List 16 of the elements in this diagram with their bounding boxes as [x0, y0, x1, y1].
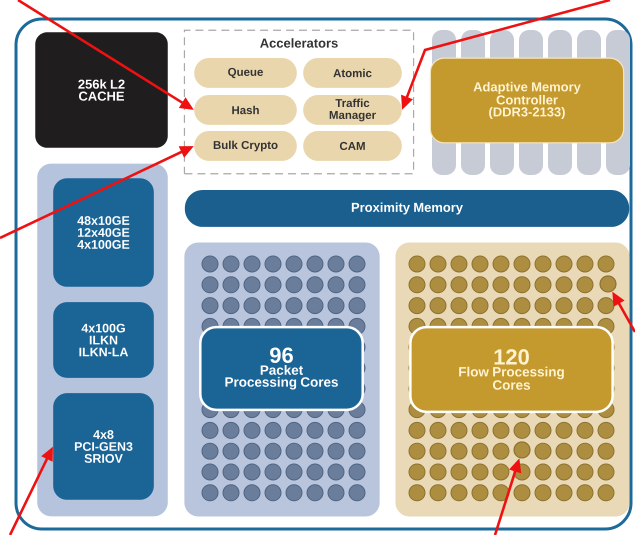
accelerator-pill: Hash	[194, 95, 297, 125]
interface-box: 48x10GE 12x40GE 4x100GE	[53, 178, 154, 287]
core-count-box: 96 Packet Processing Cores	[199, 326, 364, 412]
memory-controller-box: Adaptive Memory Controller (DDR3-2133)	[430, 58, 624, 144]
cache-box: 256k L2 CACHE	[35, 32, 168, 148]
accelerator-pill: Traffic Manager	[303, 95, 402, 125]
interface-box: 4x100G ILKN ILKN-LA	[53, 302, 154, 378]
accelerator-pill: Bulk Crypto	[194, 131, 297, 161]
accelerator-pill: Queue	[194, 58, 297, 88]
core-dot	[599, 275, 617, 293]
memory-bar: Proximity Memory	[184, 190, 630, 227]
core-count-box: 120 Flow Processing Cores	[409, 326, 614, 414]
accelerator-pill: Atomic	[303, 58, 402, 88]
interface-box: 4x8 PCI-GEN3 SRIOV	[53, 393, 154, 500]
accelerator-pill: CAM	[303, 131, 402, 161]
core-dot	[513, 441, 531, 459]
